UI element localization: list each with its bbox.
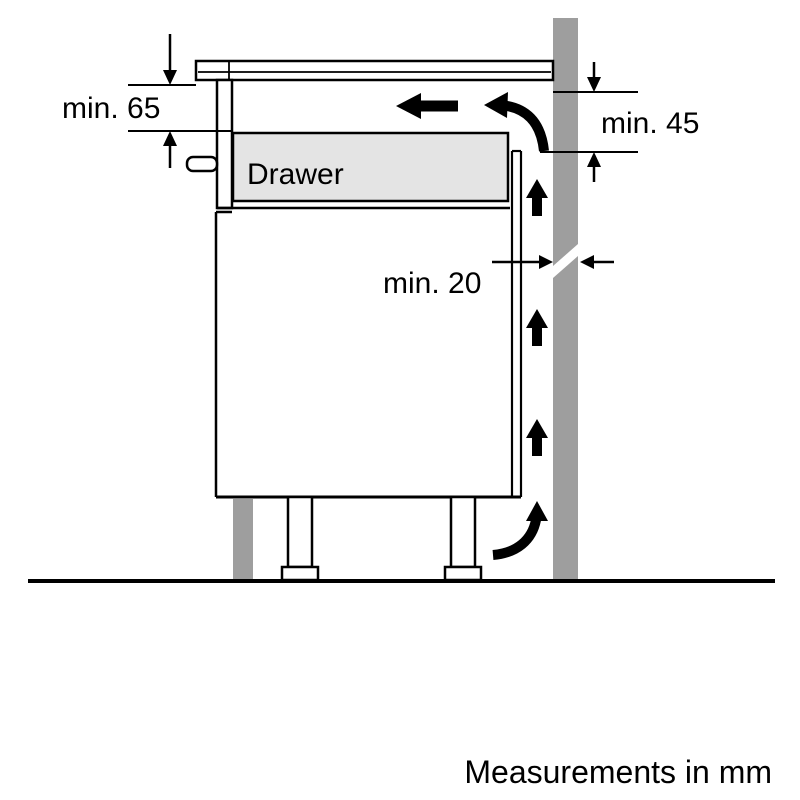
airflow-arrow-up1-head [526,179,548,198]
dim-min20-left-arrowhead [580,255,594,269]
dim-min65-label: min. 65 [62,92,160,125]
wall-break-mark [553,244,578,278]
dim-min45-arrow-up-head [587,152,601,167]
dim-min20-label: min. 20 [383,267,481,300]
dim-min65-arrow-up-head [163,131,177,146]
airflow-arrow-left-head [396,93,421,119]
dim-min45-arrow-down-head [587,77,601,92]
drawer-label: Drawer [247,158,344,191]
dim-min65-arrow-down-head [163,70,177,85]
airflow-arrow-up3-head [526,419,548,438]
footer-note: Measurements in mm [464,754,772,790]
dim-min20-right-arrowhead [539,255,553,269]
airflow-curve-bottom-head [526,501,548,521]
cabinet-leg-right [449,495,477,569]
wall [553,18,578,581]
cabinet-foot-right [443,565,483,582]
worktop [194,59,555,82]
dim-min45-label: min. 45 [601,107,699,140]
fixing-bracket [185,155,219,173]
hob-panel [215,78,234,210]
airflow-curve-top-head [484,92,508,118]
airflow-arrow-up2-head [526,309,548,328]
plinth-panel [233,499,253,579]
cabinet-leg-left [286,495,314,569]
drawer-box [231,131,510,203]
cabinet-foot-left [280,565,320,582]
airflow-curve-bottom-shaft [492,518,541,560]
